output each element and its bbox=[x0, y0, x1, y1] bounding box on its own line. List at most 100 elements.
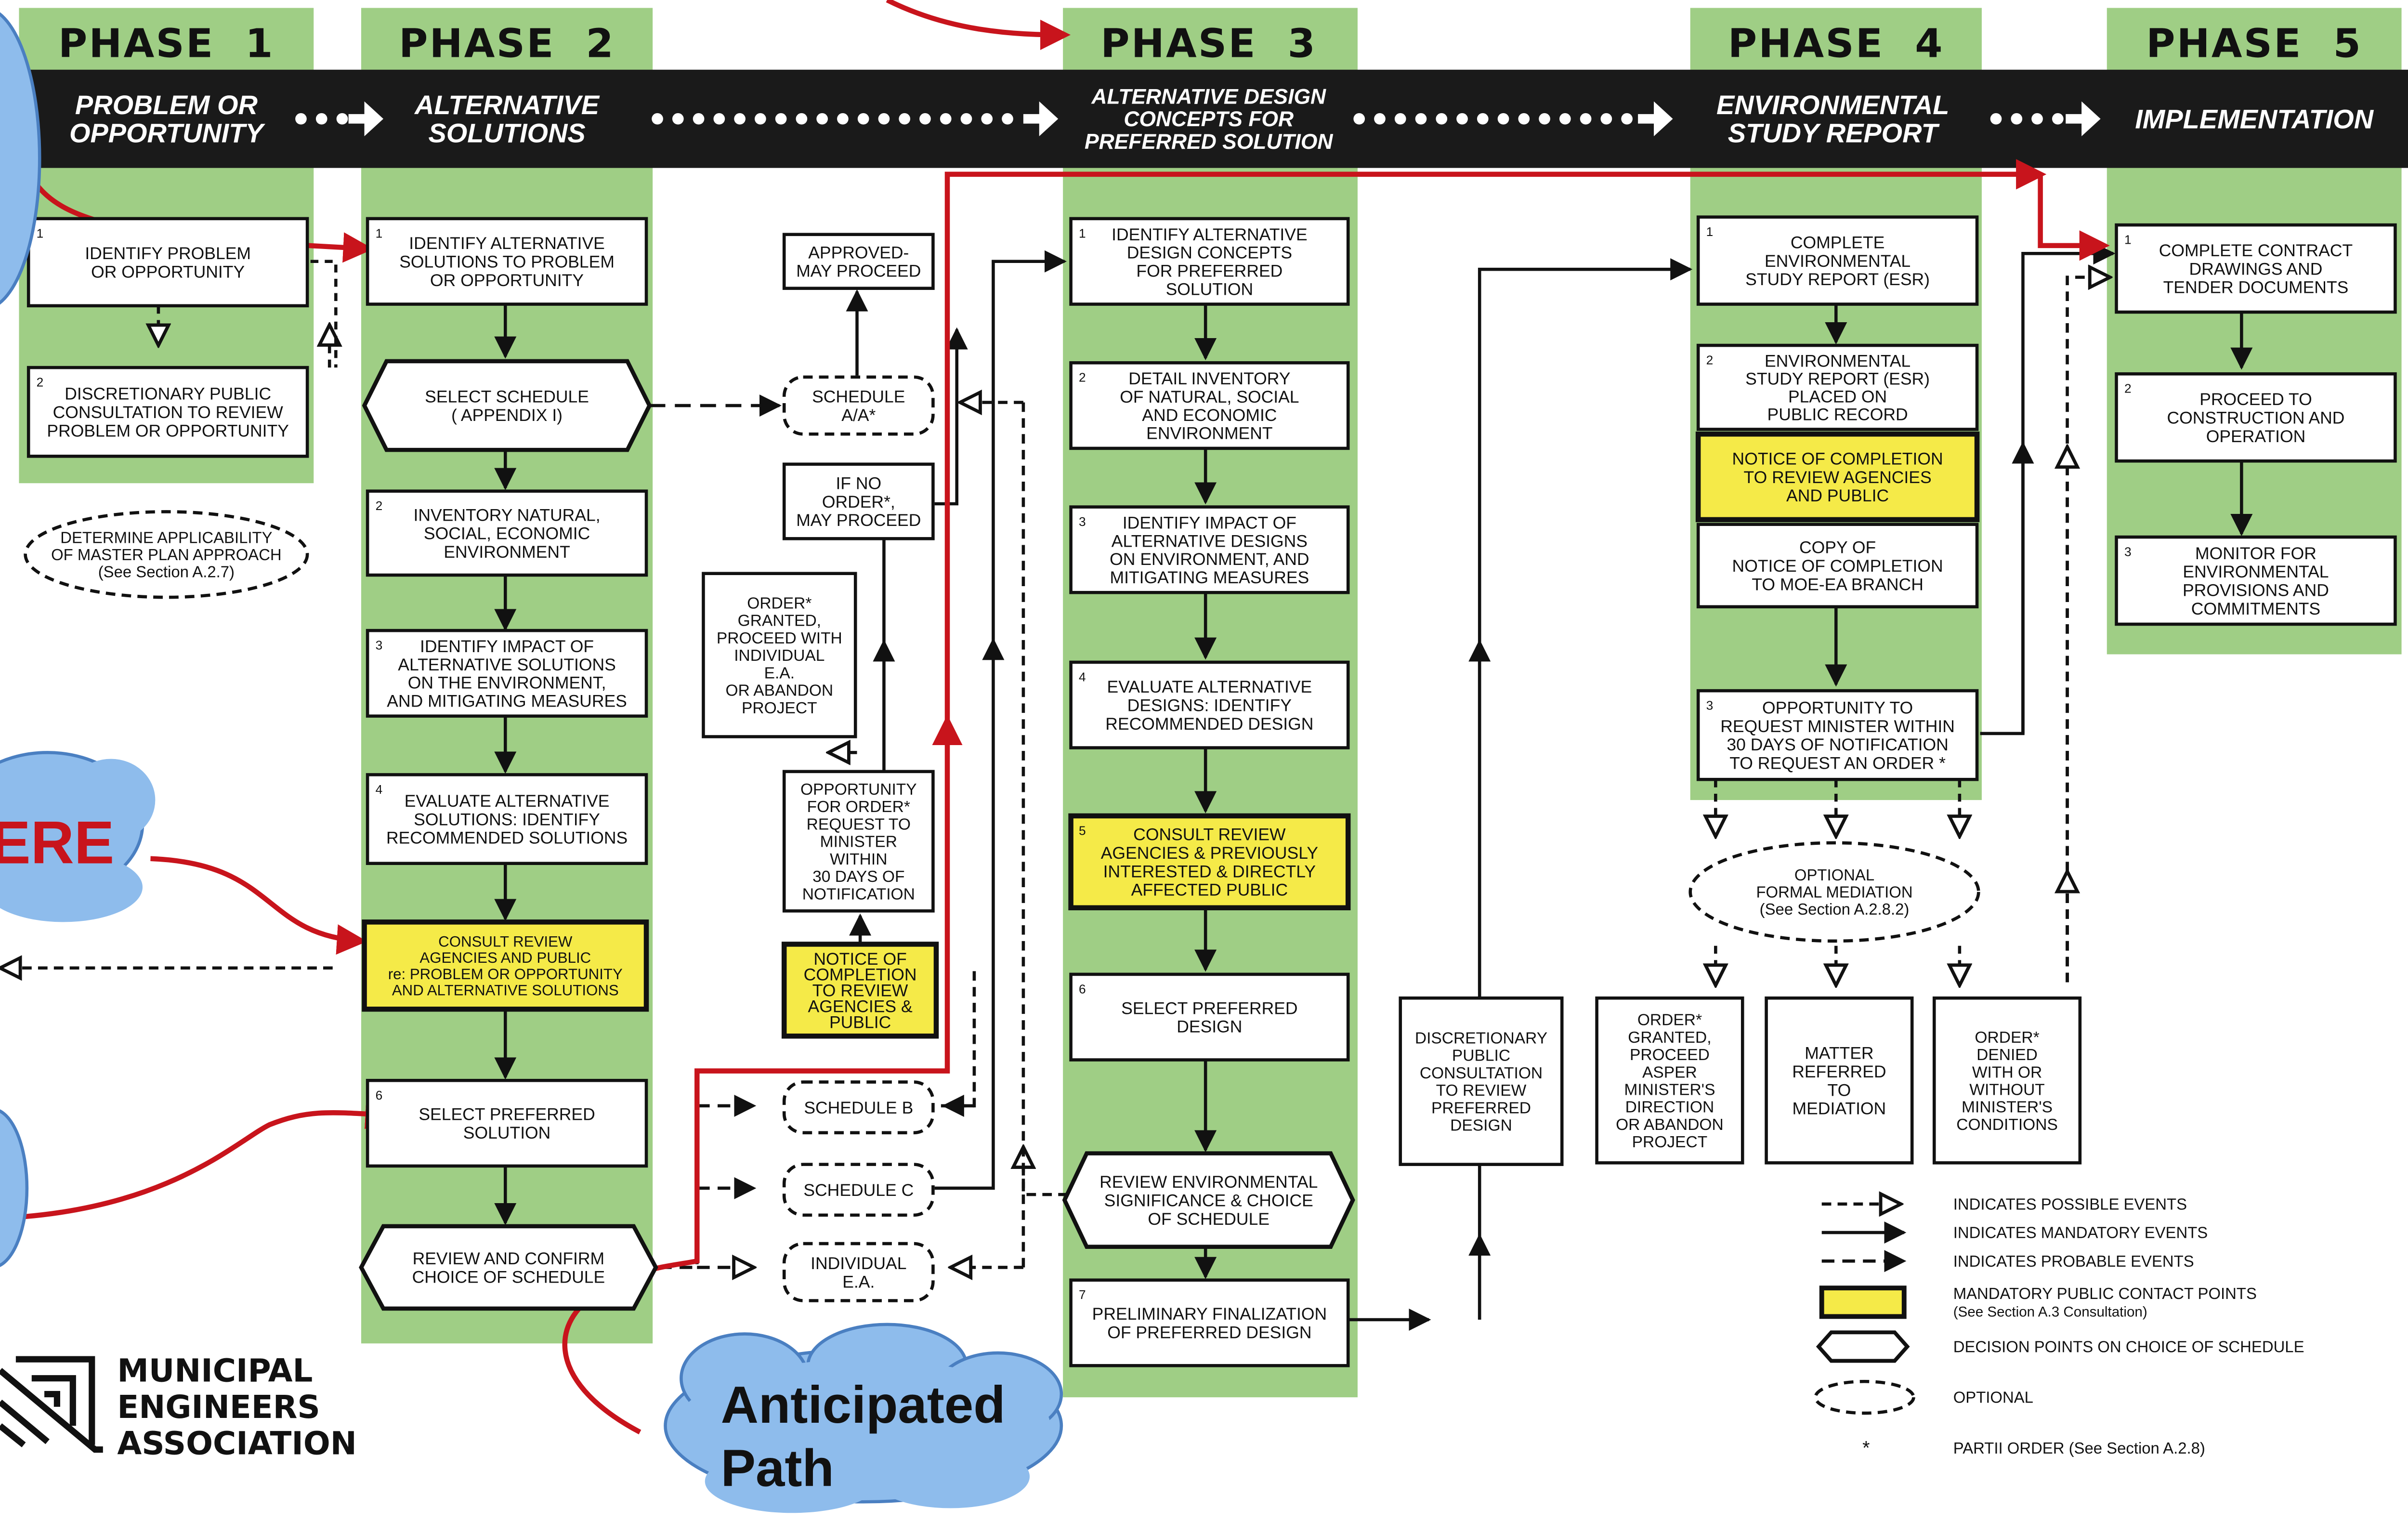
box-p2-2-line-1: INVENTORY NATURAL, bbox=[414, 505, 601, 524]
box-shape bbox=[1068, 813, 1351, 911]
box-order-asper-line-3: PROCEED bbox=[1630, 1046, 1710, 1064]
box-shape bbox=[1688, 841, 1980, 943]
box-p4-3-line-2: REQUEST MINISTER WITHIN bbox=[1720, 717, 1955, 736]
box-p3-3-line-4: MITIGATING MEASURES bbox=[1110, 568, 1309, 587]
box-matter-line-4: MEDIATION bbox=[1793, 1099, 1886, 1118]
box-matter-line-3: TO bbox=[1828, 1080, 1851, 1100]
legend-text-contact-2: (See Section A.3 Consultation) bbox=[1953, 1304, 2147, 1320]
legend-text-optional-1: OPTIONAL bbox=[1953, 1389, 2033, 1406]
red-top-curve bbox=[886, 0, 1071, 50]
box-shape bbox=[782, 375, 935, 436]
phase-1-band-title-line-2: OPPORTUNITY bbox=[69, 118, 265, 148]
box-shape bbox=[1069, 1278, 1350, 1367]
box-p2-4-number: 4 bbox=[376, 782, 383, 797]
legend-text-contact-1: MANDATORY PUBLIC CONTACT POINTS bbox=[1953, 1285, 2257, 1302]
box-p2-1-line-1: IDENTIFY ALTERNATIVE bbox=[409, 234, 605, 253]
box-order-asper-line-8: PROJECT bbox=[1632, 1133, 1708, 1151]
box-p1-opt-line-2: OF MASTER PLAN APPROACH bbox=[51, 546, 282, 564]
red-sol-curve bbox=[23, 1099, 396, 1219]
box-approved-line-1: APPROVED- bbox=[808, 243, 909, 262]
box-p2-1-line-3: OR OPPORTUNITY bbox=[430, 271, 584, 290]
box-p3-1-number: 1 bbox=[1079, 226, 1086, 240]
box-shape bbox=[359, 1224, 658, 1311]
box-p2-3-line-1: IDENTIFY IMPACT OF bbox=[420, 637, 594, 656]
box-p4-3-line-4: TO REQUEST AN ORDER * bbox=[1729, 754, 1946, 773]
box-p5-3-number: 3 bbox=[2124, 545, 2132, 559]
box-p3-5-number: 5 bbox=[1079, 823, 1086, 838]
band-dot bbox=[1436, 113, 1448, 125]
box-p4-notice-line-2: TO REVIEW AGENCIES bbox=[1744, 468, 1932, 487]
cloud-here bbox=[0, 751, 156, 922]
flow-connectors bbox=[0, 242, 2253, 1331]
phase-3-label: PHASE 3 bbox=[1100, 21, 1317, 66]
box-p2-3-line-3: ON THE ENVIRONMENT, bbox=[408, 673, 606, 693]
band-dot bbox=[796, 113, 808, 125]
box-order-asper: ORDER*GRANTED,PROCEEDASPERMINISTER'SDIRE… bbox=[1595, 996, 1744, 1165]
box-p2-2-line-2: SOCIAL, ECONOMIC bbox=[424, 524, 590, 543]
box-p2-6-line-1: SELECT PREFERRED bbox=[419, 1105, 595, 1124]
cloud-anticipated-line-1: Anticipated bbox=[721, 1376, 1006, 1434]
mea-logo-line-2: ENGINEERS bbox=[117, 1389, 320, 1426]
red-here-curve bbox=[150, 856, 367, 955]
box-disc-public-line-2: PUBLIC bbox=[1452, 1047, 1510, 1065]
legend-item-mandatory: INDICATES MANDATORY EVENTS bbox=[1821, 1221, 2208, 1244]
box-disc-public-line-1: DISCRETIONARY bbox=[1415, 1029, 1547, 1047]
box-p2-2-line-3: ENVIRONMENT bbox=[444, 542, 570, 562]
box-opportunity-line-5: WITHIN bbox=[830, 851, 887, 868]
box-order-granted-line-3: PROCEED WITH bbox=[717, 629, 842, 647]
box-ifno-line-1: IF NO bbox=[836, 473, 881, 493]
box-shape bbox=[24, 510, 309, 599]
phase-5-band-title-line-1: IMPLEMENTATION bbox=[2135, 104, 2374, 134]
box-p5-2-line-3: OPERATION bbox=[2206, 427, 2306, 446]
phase-2-band-title-line-2: SOLUTIONS bbox=[429, 118, 586, 148]
box-p3-1-line-4: SOLUTION bbox=[1166, 279, 1254, 299]
legend-symbol-star: * bbox=[1862, 1438, 1870, 1459]
box-opportunity-line-4: MINISTER bbox=[820, 833, 897, 851]
box-p5-1-number: 1 bbox=[2124, 233, 2132, 247]
box-order-asper-line-6: DIRECTION bbox=[1625, 1099, 1714, 1116]
box-p3-1-line-1: IDENTIFY ALTERNATIVE bbox=[1112, 225, 1308, 244]
legend-item-optional: OPTIONAL bbox=[1814, 1379, 2033, 1415]
schedc-to-p3 bbox=[992, 250, 1067, 640]
box-p2-4-line-2: SOLUTIONS: IDENTIFY bbox=[414, 810, 600, 829]
box-shape bbox=[1069, 217, 1350, 306]
box-opportunity-line-2: FOR ORDER* bbox=[807, 798, 910, 816]
box-shape bbox=[26, 366, 309, 458]
box-p3-1-line-2: DESIGN CONCEPTS bbox=[1127, 243, 1292, 262]
cloud-here-text: ERE bbox=[0, 810, 114, 877]
box-shape bbox=[362, 919, 649, 1012]
box-p3-4-line-3: RECOMMENDED DESIGN bbox=[1105, 714, 1313, 734]
box-mediation-line-3: (See Section A.2.8.2) bbox=[1760, 900, 1910, 918]
box-p3-6-line-2: DESIGN bbox=[1177, 1017, 1242, 1036]
band-dot bbox=[919, 113, 931, 125]
band-dot bbox=[1580, 113, 1592, 125]
legend-text-probable-1: INDICATES PROBABLE EVENTS bbox=[1953, 1252, 2194, 1270]
band-dot bbox=[1394, 113, 1406, 125]
box-shape bbox=[1069, 361, 1350, 450]
box-shape bbox=[1069, 660, 1350, 749]
band-dot bbox=[1374, 113, 1386, 125]
box-p2-4-line-1: EVALUATE ALTERNATIVE bbox=[405, 791, 610, 811]
box-p3-review-line-1: REVIEW ENVIRONMENTAL bbox=[1099, 1172, 1318, 1192]
box-p2-1-number: 1 bbox=[376, 226, 383, 240]
box-shape bbox=[1765, 996, 1914, 1165]
box-p3-5-line-4: AFFECTED PUBLIC bbox=[1131, 880, 1288, 900]
box-p2-5-line-4: AND ALTERNATIVE SOLUTIONS bbox=[392, 982, 619, 999]
box-p4-1-number: 1 bbox=[1706, 224, 1714, 239]
legend-symbol-optional bbox=[1814, 1379, 1915, 1415]
